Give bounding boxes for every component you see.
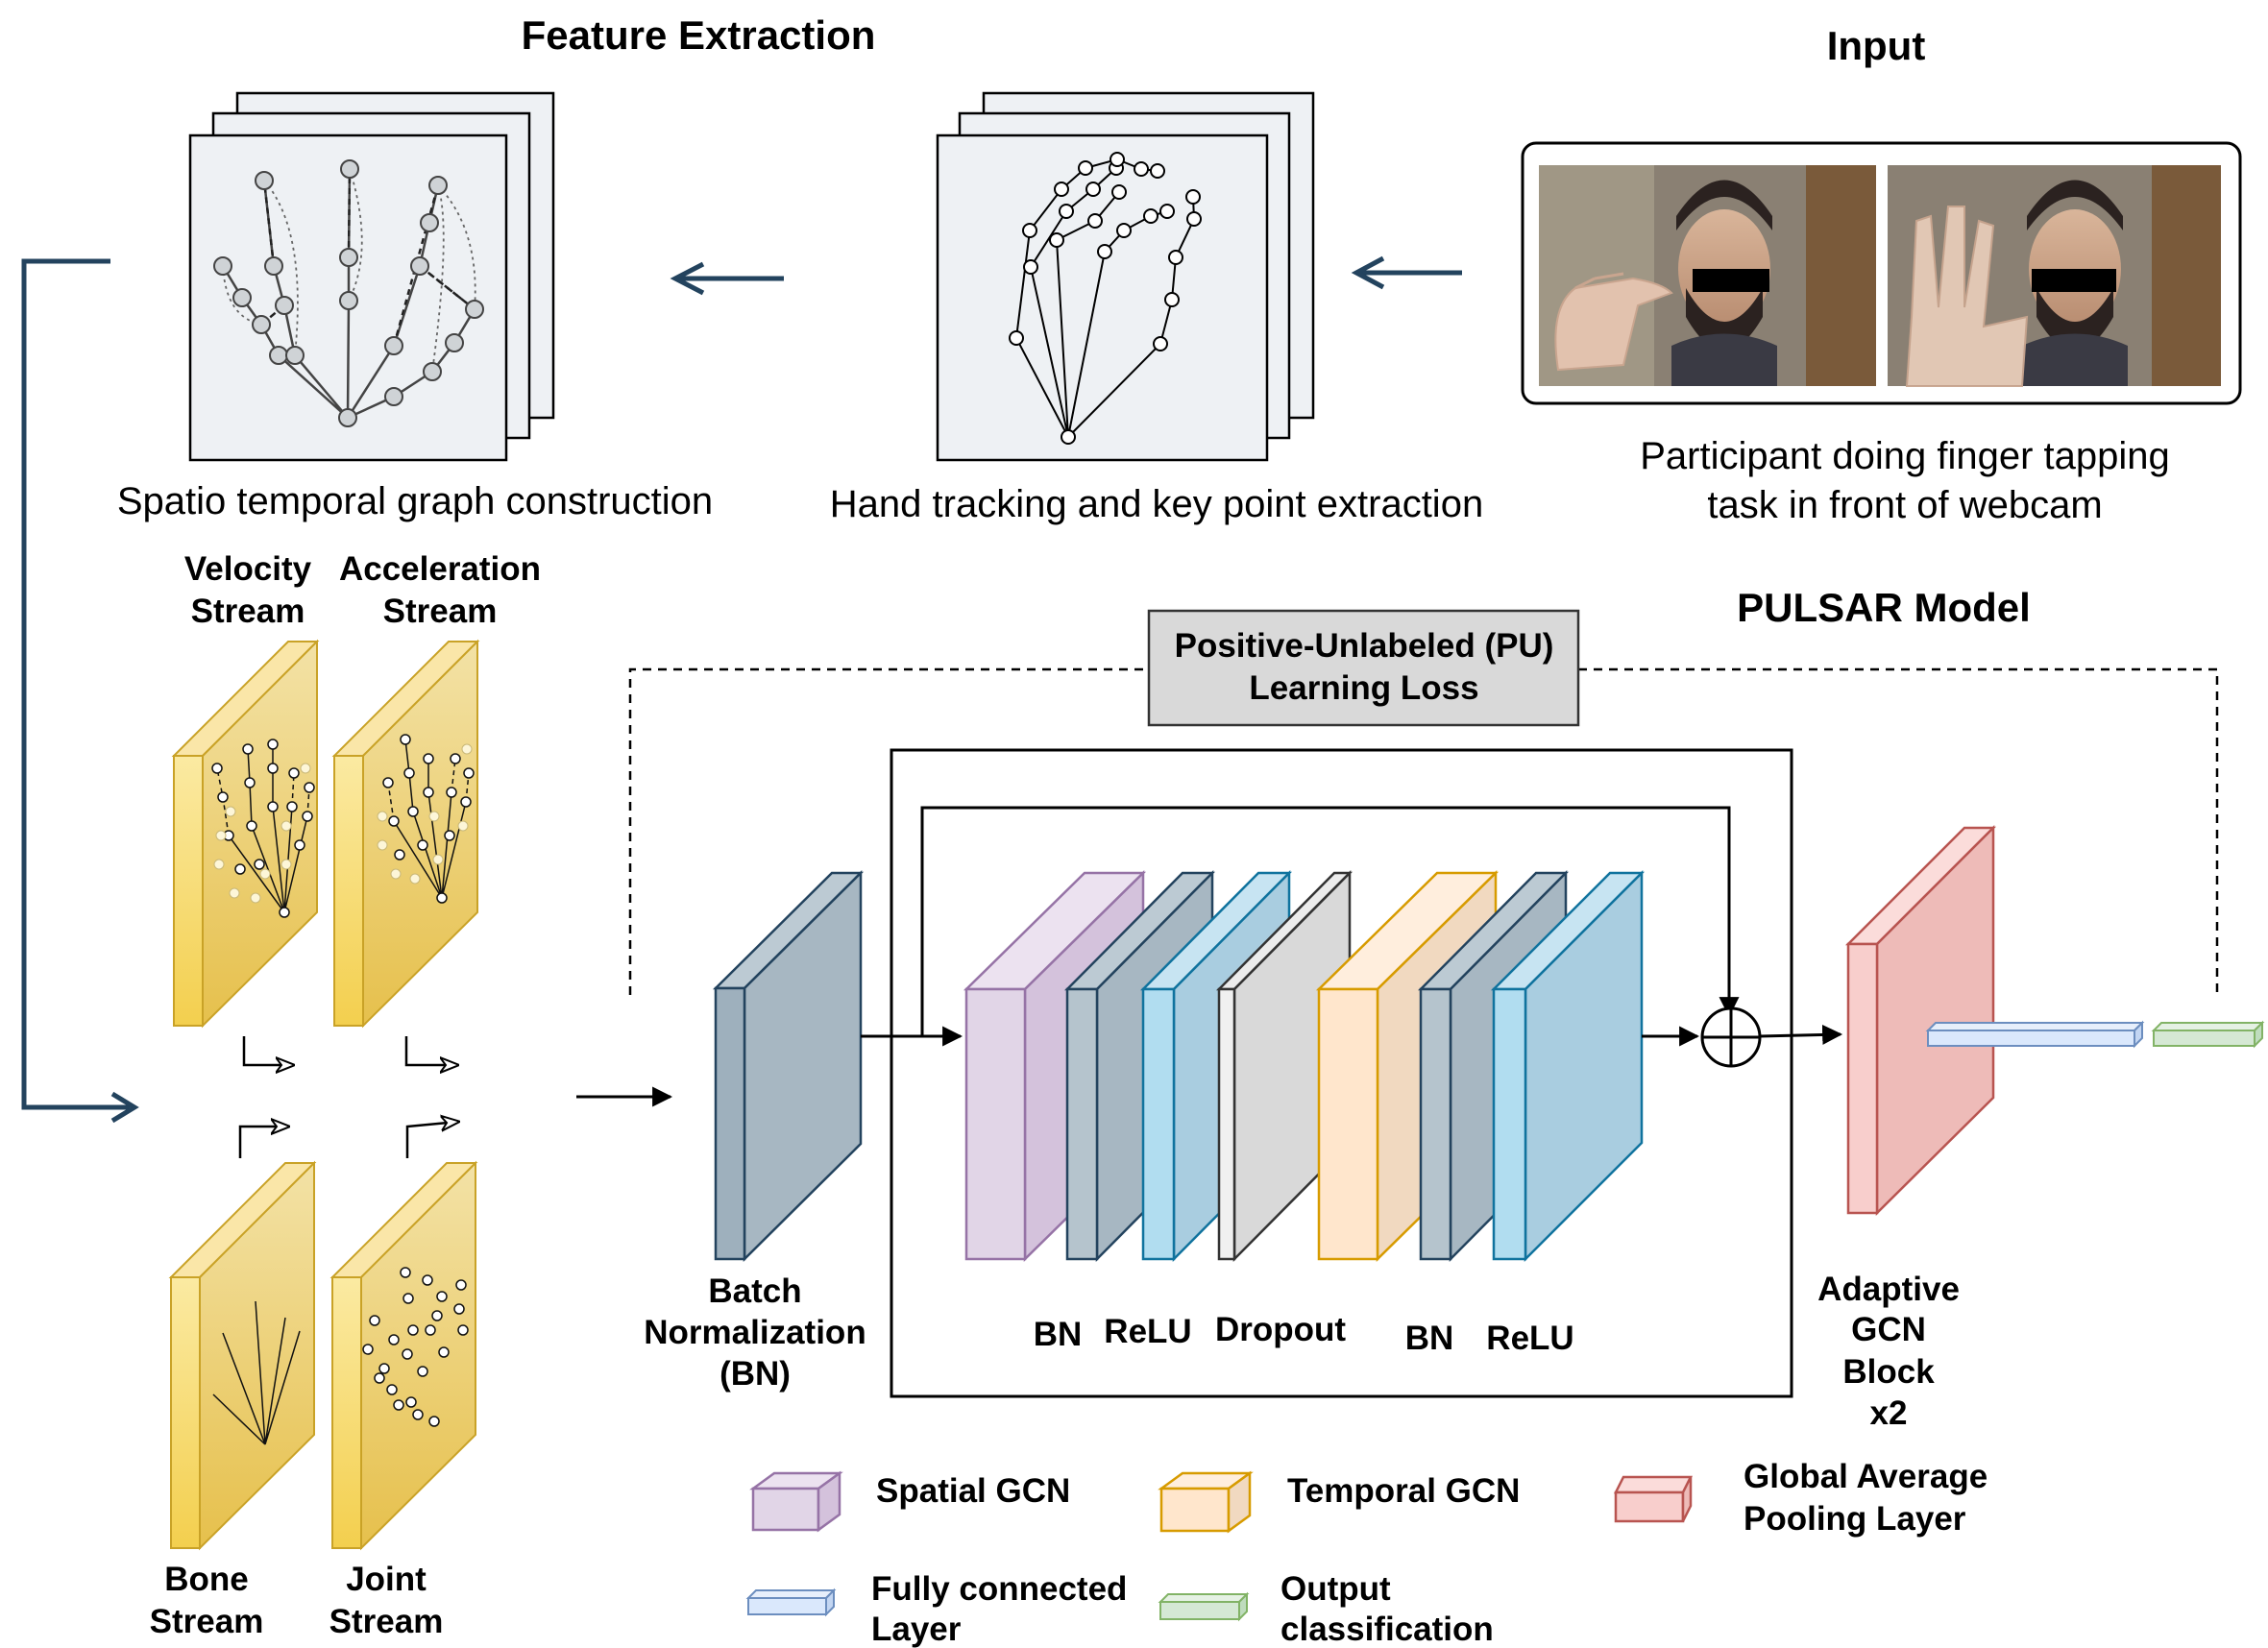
hand-tracking-stack (936, 91, 1315, 462)
model-title: PULSAR Model (1737, 585, 2031, 630)
webcam-frame-1 (1539, 165, 1876, 386)
velocity-stream-panel (171, 639, 320, 1029)
stream-fusion-arrows (238, 1036, 458, 1158)
velocity-stream-label-2: Stream (191, 593, 305, 630)
webcam-frame-2 (1888, 165, 2221, 387)
graph-caption: Spatio temporal graph construction (117, 480, 713, 522)
bn-label-line2: Normalization (644, 1314, 866, 1351)
legend-temporal-gcn-label: Temporal GCN (1287, 1472, 1520, 1510)
graph-construction-stack (188, 91, 555, 462)
acceleration-stream-label-2: Stream (383, 593, 498, 630)
acceleration-stream-panel (331, 639, 480, 1029)
input-webcam-frames (1521, 141, 2242, 405)
legend-gap-label-line1: Global Average (1744, 1458, 1988, 1495)
joint-stream-label-1: Joint (346, 1561, 427, 1598)
legend-gap-label-line2: Pooling Layer (1744, 1500, 1966, 1538)
bone-stream-panel (168, 1160, 317, 1551)
bn-label-line3: (BN) (719, 1355, 791, 1393)
batch-normalization-layer (712, 869, 865, 1263)
input-caption-line2: task in front of webcam (1707, 484, 2102, 526)
feature-extraction-title: Feature Extraction (522, 12, 876, 58)
acceleration-stream-label-1: Acceleration (339, 550, 541, 588)
arrow-sum-to-gap (1759, 1024, 1843, 1045)
legend-output-swatch (1158, 1591, 1250, 1622)
legend-spatial-gcn-label: Spatial GCN (876, 1472, 1070, 1510)
agcn-label-line1: Adaptive (1817, 1271, 1960, 1308)
legend-fc-label-line2: Layer (871, 1611, 962, 1648)
agcn-label-line2: GCN (1851, 1311, 1926, 1348)
relu-layer-2 (1490, 869, 1646, 1263)
legend-temporal-gcn-swatch (1158, 1470, 1254, 1534)
sum-node (1700, 1006, 1762, 1068)
bone-stream-label-2: Stream (150, 1603, 264, 1640)
velocity-stream-label-1: Velocity (184, 550, 312, 588)
connector-graph-to-streams (21, 258, 130, 1110)
residual-skip-connection (920, 806, 1740, 1036)
dropout-label: Dropout (1215, 1311, 1346, 1348)
agcn-label-line3: Block (1842, 1353, 1935, 1391)
spatio-temporal-graph (213, 159, 484, 427)
legend-fc-label-line1: Fully connected (871, 1570, 1127, 1608)
joint-stream-panel (329, 1160, 478, 1551)
bone-stream-label-1: Bone (164, 1561, 249, 1598)
global-average-pooling-layer (1844, 824, 1997, 1217)
arrow-tracking-to-graph-head (670, 261, 705, 296)
arrow-input-to-tracking-head (1351, 255, 1385, 290)
adaptive-gcn-block-frame (890, 748, 1793, 1398)
connector-graph-to-streams-head (110, 1091, 139, 1124)
legend-fc-swatch (745, 1587, 837, 1617)
hand-keypoints-wireframe (1009, 152, 1202, 445)
legend-spatial-gcn-swatch (749, 1470, 843, 1533)
legend-output-label-line1: Output (1280, 1570, 1391, 1608)
legend: Spatial GCN Temporal GCN Global Average … (745, 1458, 1988, 1648)
joint-stream-label-2: Stream (329, 1603, 444, 1640)
legend-output-label-line2: classification (1280, 1611, 1494, 1648)
pu-loss-line2: Learning Loss (1249, 669, 1478, 707)
output-classification-layer (2151, 1020, 2265, 1049)
legend-gap-swatch (1613, 1475, 1694, 1523)
agcn-label-line4: x2 (1870, 1394, 1908, 1432)
bn2-label: BN (1405, 1320, 1454, 1357)
pu-loss-box: Positive-Unlabeled (PU) Learning Loss (1147, 609, 1580, 727)
input-caption-line1: Participant doing finger tapping (1640, 435, 2169, 477)
pu-loss-line1: Positive-Unlabeled (PU) (1175, 627, 1554, 665)
relu2-label: ReLU (1486, 1320, 1573, 1357)
tracking-caption: Hand tracking and key point extraction (830, 483, 1483, 525)
bn-label-line1: Batch (708, 1272, 801, 1310)
bn1-label: BN (1034, 1316, 1083, 1353)
pu-loss-feedback-line (628, 667, 2219, 995)
relu1-label: ReLU (1104, 1313, 1191, 1350)
input-title: Input (1827, 23, 1926, 68)
fully-connected-layer (1925, 1020, 2145, 1049)
